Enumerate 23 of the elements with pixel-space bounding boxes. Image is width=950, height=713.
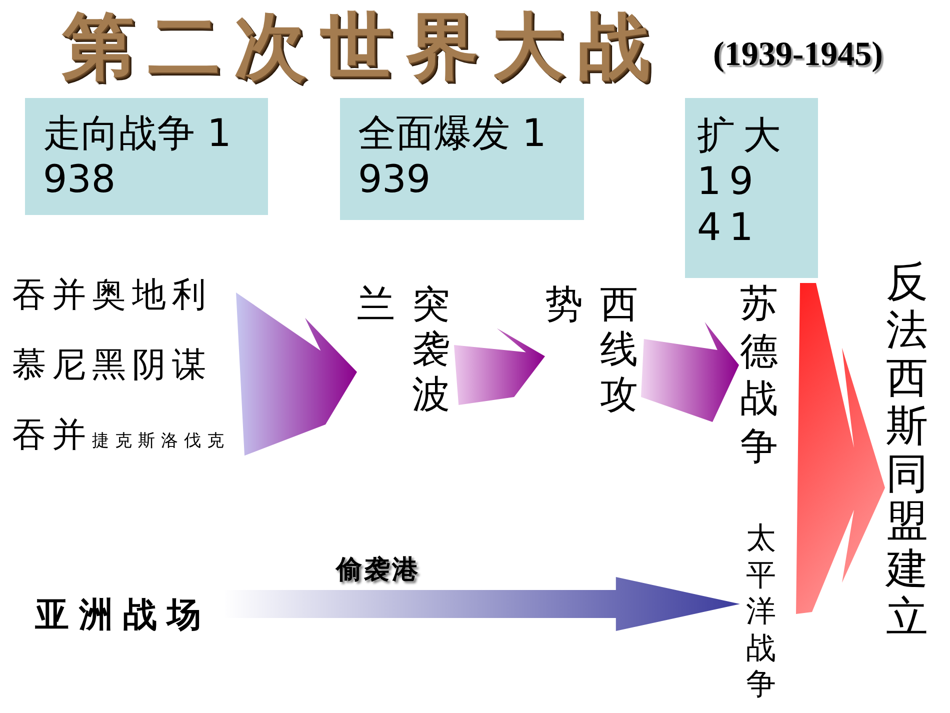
event-label: 捷克斯洛伐克 bbox=[92, 433, 230, 450]
period-box bbox=[340, 98, 584, 220]
year-range-label: (1939-1945) bbox=[713, 36, 883, 74]
event-label: 吞并 bbox=[12, 418, 92, 452]
event-label: 西线攻势 bbox=[545, 282, 638, 417]
event-label: 慕尼黑阴谋 bbox=[12, 348, 212, 382]
arrow bbox=[641, 322, 739, 422]
period-box bbox=[685, 98, 818, 278]
event-label: 吞并奥地利 bbox=[12, 278, 212, 312]
arrow bbox=[454, 328, 545, 405]
merge-arrow bbox=[796, 283, 885, 614]
period-box bbox=[25, 98, 268, 215]
region-label: 亚洲战场 bbox=[35, 595, 211, 635]
edge-label: 偷袭港 bbox=[336, 554, 420, 587]
title: 第二次世界大战 bbox=[62, 4, 664, 88]
arrow bbox=[236, 292, 357, 456]
period-label: 全面爆发 1939 bbox=[358, 110, 548, 202]
period-label: 走向战争 1938 bbox=[43, 110, 232, 202]
event-label: 突袭波兰 bbox=[357, 282, 450, 417]
event-label: 苏德战争 bbox=[740, 280, 778, 470]
result-label: 反法西斯同盟建立 bbox=[886, 258, 928, 641]
event-label: 太平洋战争 bbox=[746, 521, 776, 704]
period-label: 扩大 1941 bbox=[697, 112, 790, 250]
